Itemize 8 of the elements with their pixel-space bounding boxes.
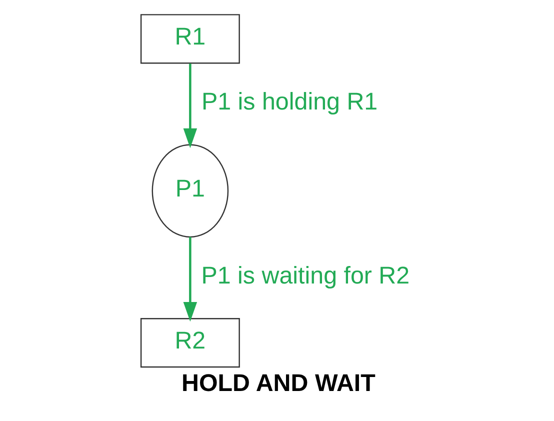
arrow bbox=[182, 237, 197, 322]
arrow bbox=[182, 64, 197, 148]
node-box: R2 bbox=[140, 318, 240, 368]
edge-label: P1 is holding R1 bbox=[200, 88, 378, 116]
node-box: R1 bbox=[140, 14, 240, 64]
caption: HOLD AND WAIT bbox=[180, 370, 375, 397]
edge-label: P1 is waiting for R2 bbox=[200, 262, 410, 290]
node-ellipse: P1 bbox=[151, 144, 228, 238]
